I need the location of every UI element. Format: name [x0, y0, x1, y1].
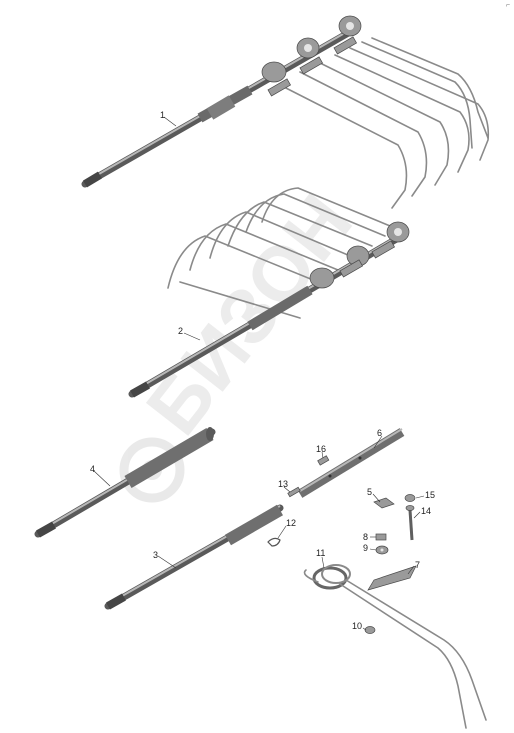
shaft-3-sleeve [225, 504, 283, 546]
callout-7-label: 7 [415, 560, 420, 570]
corner-mark: ⌐ [505, 2, 510, 9]
callout-3-label: 3 [153, 550, 158, 560]
callout-7: 7 [407, 560, 420, 575]
assembly-1 [81, 15, 490, 209]
part-13-pin [287, 486, 301, 498]
part-7-plate [367, 565, 417, 591]
assembly-3 [104, 504, 284, 610]
callout-1-label: 1 [160, 110, 165, 120]
part-14-bolt [408, 509, 414, 541]
callout-10: 10 [352, 621, 367, 631]
callout-4: 4 [90, 464, 111, 487]
part-6-hole [358, 456, 362, 460]
assembly-1-tines [279, 37, 490, 209]
callout-6-label: 6 [377, 428, 382, 438]
callout-14-label: 14 [421, 506, 431, 516]
assembly-2-hubs [309, 221, 410, 289]
callout-9: 9 [363, 543, 377, 553]
part-6-tube-highlight [299, 428, 403, 492]
callout-9-label: 9 [363, 543, 368, 553]
callout-6: 6 [373, 428, 383, 449]
shaft-4-tube [124, 427, 214, 489]
shaft-1-sleeve [206, 95, 236, 120]
callout-15: 15 [415, 490, 435, 500]
part-9-washer-hole [380, 548, 384, 552]
part-10-nut [364, 626, 376, 634]
callout-11: 11 [316, 548, 325, 569]
shaft-4-spline [36, 521, 56, 538]
part-8-bracket [375, 533, 387, 541]
callout-3: 3 [153, 550, 177, 569]
shaft-2-collar [247, 285, 313, 331]
watermark-logo-ring [119, 437, 185, 503]
assembly-1-hubs [261, 15, 362, 97]
callout-8-label: 8 [363, 532, 368, 542]
callout-16-label: 16 [316, 444, 326, 454]
callout-13-label: 13 [278, 479, 288, 489]
part-16-key [317, 455, 330, 466]
assembly-2 [128, 187, 410, 398]
callout-5-label: 5 [367, 487, 372, 497]
callout-14: 14 [413, 506, 431, 519]
callout-2-label: 2 [178, 326, 183, 336]
part-6-hole [328, 474, 332, 478]
shaft-2-spline [130, 381, 150, 398]
callout-2: 2 [178, 326, 201, 341]
part-14-bolt-head [405, 505, 415, 511]
callout-4-label: 4 [90, 464, 95, 474]
callout-15-label: 15 [425, 490, 435, 500]
part-12-clip [267, 537, 281, 547]
watermark-text: БИЗОН [129, 178, 369, 450]
shaft-4-tube-end [206, 427, 214, 441]
callout-12-label: 12 [286, 518, 296, 528]
callout-11-label: 11 [316, 548, 325, 558]
part-6-tube [297, 428, 405, 498]
part-5-bracket [373, 497, 395, 509]
shaft-3-spline [106, 593, 126, 610]
assembly-2-tines [167, 187, 396, 319]
shaft-1-spline [82, 171, 103, 188]
assembly-4 [34, 427, 216, 538]
part-11-coil-tine [303, 564, 487, 729]
watermark: БИЗОН [119, 178, 369, 503]
callout-1: 1 [160, 110, 177, 127]
part-15-nut [404, 494, 416, 502]
callout-12: 12 [277, 518, 296, 539]
callout-16: 16 [316, 444, 326, 459]
callout-5: 5 [367, 487, 381, 503]
callout-10-label: 10 [352, 621, 362, 631]
callout-8: 8 [363, 532, 376, 542]
callout-13: 13 [278, 479, 291, 493]
